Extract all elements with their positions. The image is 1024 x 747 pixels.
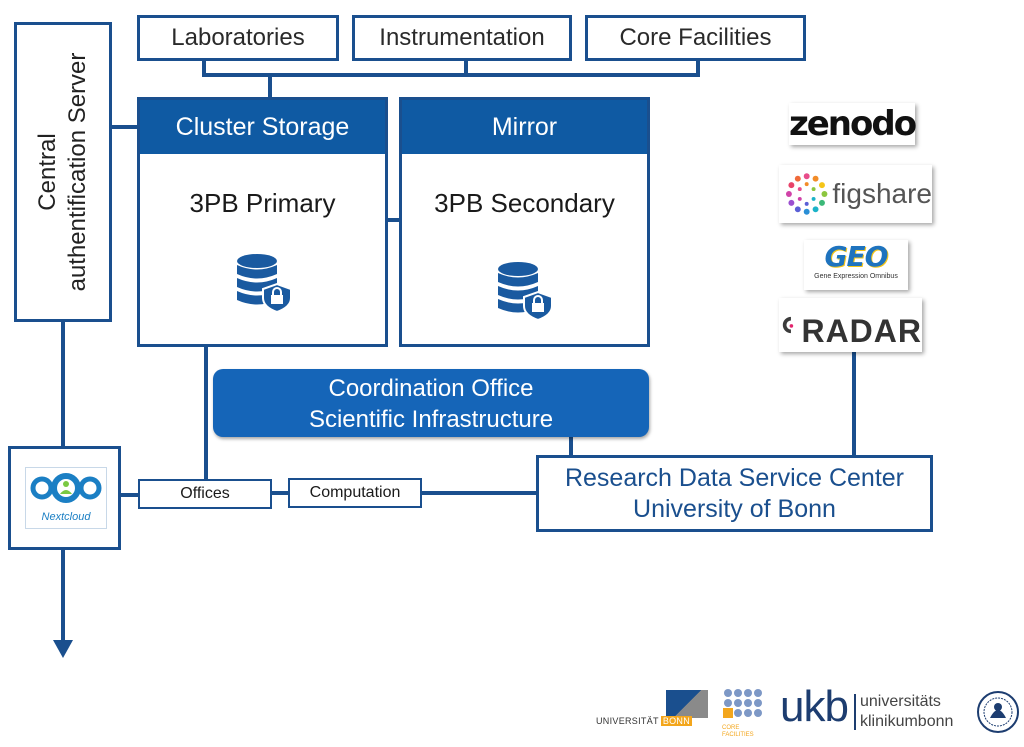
core-facilities-label: Core Facilities xyxy=(619,24,772,51)
connector-nextcloud-to-offices xyxy=(118,493,140,497)
instrumentation-label: Instrumentation xyxy=(379,24,545,51)
rdsc-line2: University of Bonn xyxy=(633,494,836,523)
arrow-down-icon xyxy=(53,640,73,658)
research-data-service-center-box: Research Data Service Center University … xyxy=(536,455,933,532)
core-facilities-box: Core Facilities xyxy=(585,15,806,61)
nextcloud-icon xyxy=(30,473,102,503)
computation-label: Computation xyxy=(309,484,401,501)
instrumentation-box: Instrumentation xyxy=(352,15,572,61)
connector-auth-to-cluster xyxy=(110,125,140,129)
connector-radar-to-rdsc xyxy=(852,351,856,457)
connector-nextcloud-down xyxy=(61,548,65,644)
ukb-divider xyxy=(854,694,856,730)
connector-to-cluster xyxy=(268,75,272,99)
connector-auth-to-nextcloud xyxy=(61,320,65,448)
connector-cluster-to-offices xyxy=(204,345,208,480)
top-connector-bar xyxy=(202,73,700,77)
database-lock-icon xyxy=(498,262,553,320)
laboratories-box: Laboratories xyxy=(137,15,339,61)
nextcloud-box: Nextcloud xyxy=(8,446,121,550)
laboratories-label: Laboratories xyxy=(171,24,305,51)
central-auth-server-box: Central authentification Server xyxy=(14,22,112,322)
core-facilities-logo: CORE FACILITIES xyxy=(722,688,770,738)
ukb-logo: ukb universitäts klinikumbonn xyxy=(780,682,970,736)
coordination-office-line2: Scientific Infrastructure xyxy=(308,406,554,433)
ukb-mark: ukb xyxy=(780,682,849,731)
radar-label: RADAR xyxy=(801,312,922,349)
offices-label: Offices xyxy=(180,485,230,502)
geo-logo: GEO Gene Expression Omnibus xyxy=(804,240,908,290)
zenodo-logo: zenodo xyxy=(788,103,917,145)
geo-label: GEO xyxy=(824,240,889,273)
mirror-capacity: 3PB Secondary xyxy=(434,188,615,218)
connector-laboratories xyxy=(202,58,206,76)
connector-instrumentation xyxy=(464,58,468,76)
uni-bonn-emblem xyxy=(666,690,708,718)
connector-computation-to-rdsc xyxy=(420,491,538,495)
cluster-storage-header: Cluster Storage xyxy=(140,100,385,154)
core-facilities-dots-icon xyxy=(723,689,762,718)
coordination-office-box: Coordination Office Scientific Infrastru… xyxy=(213,369,649,437)
ukb-text: universitäts klinikumbonn xyxy=(860,693,954,730)
nextcloud-label: Nextcloud xyxy=(41,511,91,523)
rdsc-line1: Research Data Service Center xyxy=(564,463,905,492)
central-auth-server-label: Central authentification Server xyxy=(34,52,91,292)
computation-box: Computation xyxy=(288,478,422,508)
connector-core-facilities xyxy=(696,58,700,76)
cluster-storage-capacity: 3PB Primary xyxy=(189,188,336,218)
connector-coordination-to-rdsc xyxy=(569,435,573,457)
coordination-office-line1: Coordination Office xyxy=(328,375,534,402)
geo-subtitle: Gene Expression Omnibus xyxy=(814,273,898,280)
figshare-icon xyxy=(785,173,828,215)
radar-icon xyxy=(782,316,794,334)
connector-cluster-to-mirror xyxy=(386,218,402,222)
figshare-label: figshare xyxy=(832,178,932,209)
connector-offices-to-computation xyxy=(270,491,290,495)
nextcloud-logo: Nextcloud xyxy=(25,467,107,529)
radar-logo: RADAR xyxy=(779,298,922,352)
figshare-logo: figshare xyxy=(779,165,932,223)
university-seal-icon xyxy=(977,691,1019,733)
cluster-storage-box: Cluster Storage 3PB Primary xyxy=(137,97,388,347)
mirror-header: Mirror xyxy=(402,100,647,154)
database-lock-icon xyxy=(237,254,292,312)
offices-box: Offices xyxy=(138,479,272,509)
core-facilities-logo-label: CORE FACILITIES xyxy=(722,725,754,738)
